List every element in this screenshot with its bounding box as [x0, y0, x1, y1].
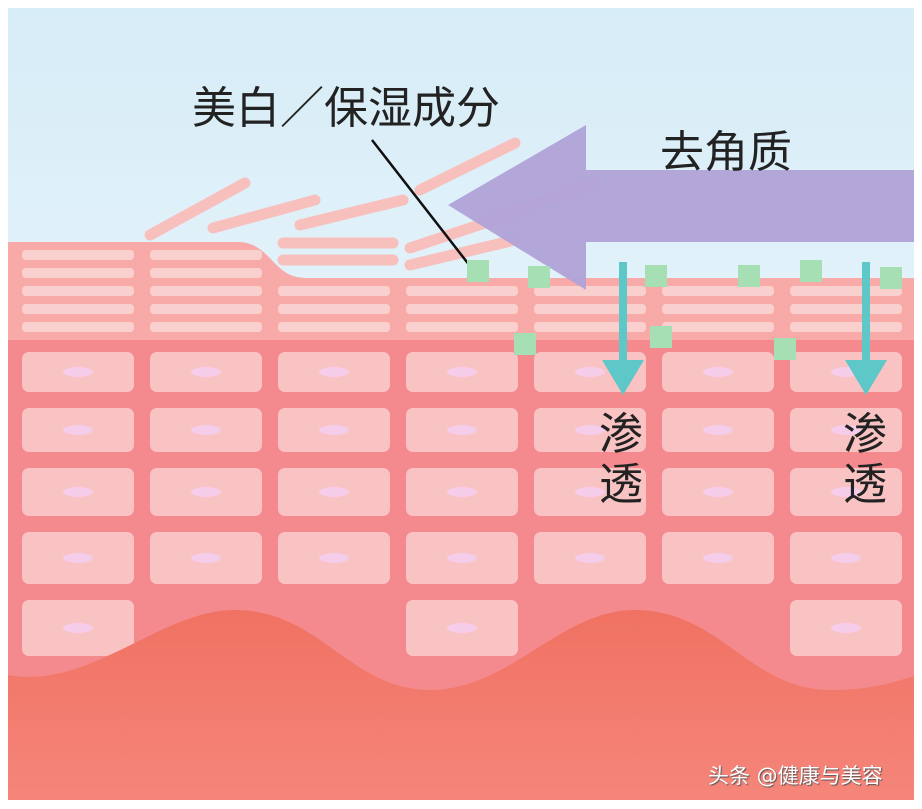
stratum-line [22, 322, 134, 332]
cell-nucleus [319, 425, 349, 435]
stratum-line [662, 304, 774, 314]
cell-nucleus [191, 425, 221, 435]
cell-nucleus [831, 425, 861, 435]
stratum-line [790, 286, 902, 296]
cell-nucleus [447, 487, 477, 497]
stratum-line [150, 250, 262, 260]
cell-nucleus [831, 623, 861, 633]
cell-nucleus [831, 487, 861, 497]
cell-nucleus [575, 487, 605, 497]
flake [404, 234, 521, 271]
stratum-line [662, 286, 774, 296]
cell-nucleus [447, 367, 477, 377]
stratum-line [150, 322, 262, 332]
cell-nucleus [319, 553, 349, 563]
ingredient-particle [880, 267, 902, 289]
cell-nucleus [703, 487, 733, 497]
ingredient-particle [800, 260, 822, 282]
flake [294, 194, 409, 231]
stratum-line [278, 322, 390, 332]
ingredient-particle [514, 333, 536, 355]
stratum-line [150, 304, 262, 314]
stratum-line [278, 304, 390, 314]
cell-nucleus [191, 367, 221, 377]
ingredient-particle [650, 326, 672, 348]
cells [22, 352, 902, 656]
cell-nucleus [447, 425, 477, 435]
pointer-line [371, 139, 471, 267]
stratum-line [22, 268, 134, 278]
ingredient-particles [467, 260, 902, 360]
stratum-line [22, 250, 134, 260]
cell-nucleus [63, 623, 93, 633]
cell-nucleus [575, 553, 605, 563]
stratum-line [662, 322, 774, 332]
dermis [8, 610, 914, 800]
watermark: 头条 @健康与美容 [708, 764, 883, 788]
flake [414, 137, 521, 196]
exfoliation-arrow [448, 125, 914, 290]
penetration-arrow-1 [602, 262, 644, 395]
ingredient-particle [738, 265, 760, 287]
stratum-line [406, 286, 518, 296]
cell-nucleus [63, 367, 93, 377]
stratum-line [406, 304, 518, 314]
cell-nucleus [703, 425, 733, 435]
stratum-line [22, 304, 134, 314]
stratum-lines [22, 250, 902, 332]
flake [144, 177, 251, 241]
cell-nucleus [703, 553, 733, 563]
cell-nucleus [575, 367, 605, 377]
stratum-line [790, 322, 902, 332]
stratum-line [150, 268, 262, 278]
cell-nucleus [191, 487, 221, 497]
ingredient-particle [467, 260, 489, 282]
ingredients-label: 美白／保湿成分 [192, 83, 500, 134]
cell-nucleus [575, 425, 605, 435]
cell-nucleus [63, 553, 93, 563]
penetration-label-1: 渗透 [599, 409, 643, 510]
cell-nucleus [63, 425, 93, 435]
exfoliation-label: 去角质 [660, 127, 792, 178]
stratum-line [278, 286, 390, 296]
stratum-line [790, 304, 902, 314]
stratum-line [150, 286, 262, 296]
stratum-line [406, 322, 518, 332]
ingredient-particle [645, 265, 667, 287]
cell-nucleus [319, 367, 349, 377]
flake [207, 194, 321, 234]
cell-nucleus [703, 367, 733, 377]
cell-nucleus [831, 553, 861, 563]
stratum-line [22, 286, 134, 296]
stratum-line [534, 286, 646, 296]
stratum-line [534, 322, 646, 332]
penetration-label-2: 渗透 [843, 409, 887, 510]
cell-nucleus [191, 553, 221, 563]
penetration-arrow-2 [845, 262, 887, 395]
ingredient-particle [774, 338, 796, 360]
ingredient-particle [528, 266, 550, 288]
stratum-line [534, 304, 646, 314]
cell-nucleus [63, 487, 93, 497]
cell-nucleus [447, 623, 477, 633]
cell-nucleus [447, 553, 477, 563]
cell-nucleus [319, 487, 349, 497]
